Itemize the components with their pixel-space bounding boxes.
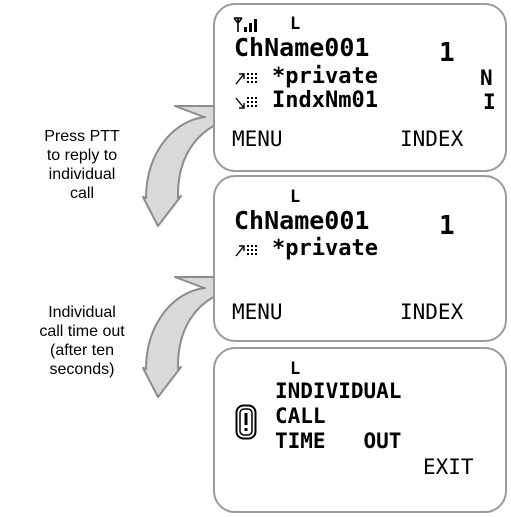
- alert-exclamation-icon: [235, 404, 257, 440]
- softkey-exit[interactable]: EXIT: [423, 455, 474, 479]
- flow-arrow-2: [142, 276, 234, 398]
- message-line: TIME OUT: [275, 429, 402, 453]
- line1-flag: N: [480, 66, 493, 90]
- caption-line: (after ten: [49, 342, 115, 359]
- radio-screen-3: L INDIVIDUAL CALL TIME OUT EXIT: [213, 347, 507, 513]
- channel-name: ChName001: [234, 33, 370, 62]
- outgoing-call-icon: [235, 245, 257, 257]
- caption-step2: Individual call time out (after ten seco…: [12, 303, 152, 379]
- softkey-index[interactable]: INDEX: [400, 300, 464, 324]
- radio-screen-2: L ChName001 1 *private MENU INDEX: [213, 175, 507, 342]
- incoming-call-icon: [235, 97, 257, 109]
- radio-screen-1: L ChName001 1 *private N IndxNm01 I MENU…: [213, 3, 507, 172]
- indicator-l: L: [290, 14, 301, 34]
- channel-number: 1: [439, 38, 455, 68]
- caption-step1: Press PTT to reply to individual call: [12, 127, 152, 203]
- caption-line: Individual: [48, 304, 116, 321]
- message-line: CALL: [275, 404, 326, 428]
- line1-text: *private: [272, 64, 378, 89]
- line2-text: IndxNm01: [272, 88, 378, 113]
- softkey-menu[interactable]: MENU: [232, 127, 283, 151]
- caption-line: to reply to: [46, 147, 118, 164]
- caption-line: call time out: [39, 323, 125, 340]
- line1-text: *private: [272, 236, 378, 261]
- channel-number: 1: [439, 211, 455, 241]
- softkey-menu[interactable]: MENU: [232, 300, 283, 324]
- indicator-l: L: [290, 187, 301, 207]
- channel-name: ChName001: [234, 206, 370, 235]
- caption-line: call: [69, 185, 94, 202]
- message-line: INDIVIDUAL: [275, 379, 402, 403]
- indicator-l: L: [290, 359, 301, 379]
- softkey-index[interactable]: INDEX: [400, 127, 464, 151]
- outgoing-call-icon: [235, 73, 257, 85]
- line2-flag: I: [483, 90, 496, 114]
- caption-line: Press PTT: [44, 128, 120, 145]
- caption-line: individual: [48, 166, 116, 183]
- flow-arrow-1: [142, 105, 234, 227]
- signal-strength-icon: [233, 17, 257, 32]
- caption-line: seconds): [49, 361, 115, 378]
